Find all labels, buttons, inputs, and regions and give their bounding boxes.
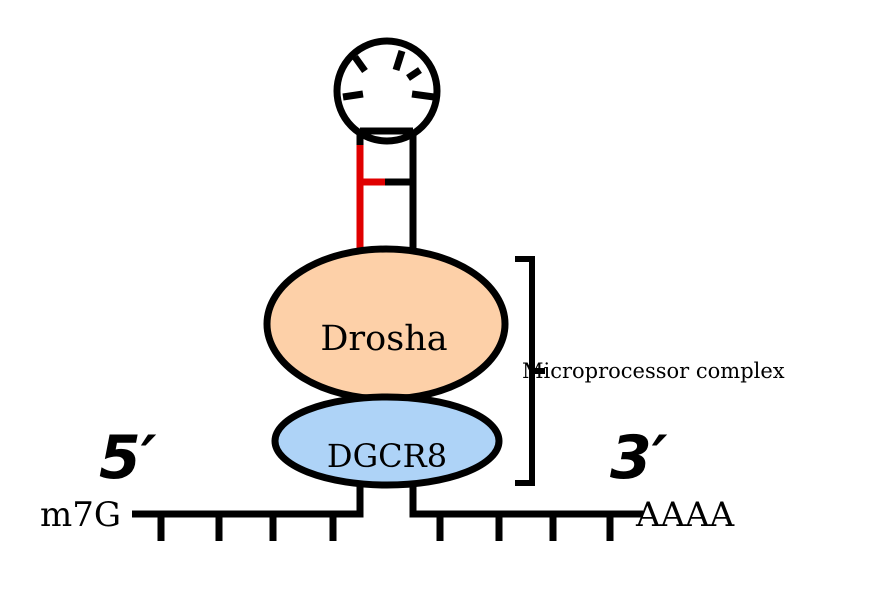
dgcr8-ellipse: [271, 393, 503, 489]
cap-label: m7G: [40, 495, 121, 535]
dgcr8-label: DGCR8: [327, 437, 447, 475]
five-prime-label: 5′: [99, 423, 157, 493]
right-strand: [409, 486, 643, 541]
hairpin-stem: [356, 127, 417, 260]
drosha-label: Drosha: [320, 319, 447, 359]
tail-label: AAAA: [635, 495, 735, 535]
complex-label: Microprocessor complex: [522, 359, 785, 383]
left-strand: [132, 486, 364, 541]
terminal-loop: [333, 37, 441, 145]
three-prime-label: 3′: [610, 423, 668, 493]
